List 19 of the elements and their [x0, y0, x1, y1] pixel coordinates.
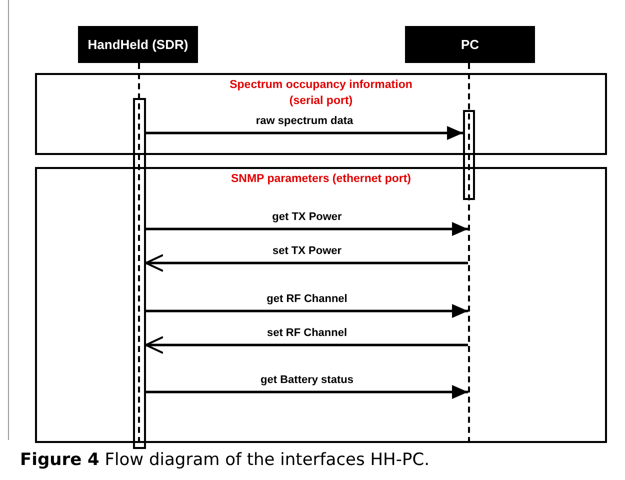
lifeline	[138, 63, 140, 443]
fragment-title: SNMP parameters (ethernet port)	[230, 172, 412, 187]
message-label: get TX Power	[270, 211, 344, 224]
message-arrow	[146, 126, 463, 140]
message-arrow	[146, 222, 468, 236]
message-arrow	[146, 385, 468, 399]
message-label: get Battery status	[258, 374, 356, 387]
activation-bar	[463, 110, 475, 200]
message-arrow	[145, 254, 468, 272]
figure-caption: Figure 4 Flow diagram of the interfaces HH-PC.	[20, 450, 430, 470]
lifeline	[468, 63, 470, 443]
activation-bar	[133, 98, 146, 449]
message-label: raw spectrum data	[254, 115, 356, 128]
message-label: get RF Channel	[264, 293, 350, 306]
participant-box: PC	[405, 26, 535, 63]
participant-box: HandHeld (SDR)	[78, 26, 198, 63]
message-arrow	[146, 304, 468, 318]
fragment-title: Spectrum occupancy information (serial port)	[228, 78, 414, 109]
message-arrow	[145, 336, 468, 354]
